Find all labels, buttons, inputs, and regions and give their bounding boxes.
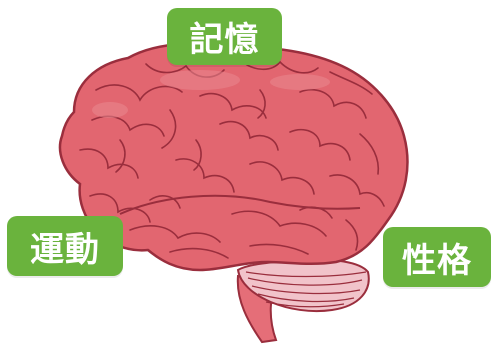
label-personality: 性格	[383, 227, 491, 287]
cerebellum-folds	[245, 271, 367, 308]
sylvian-fissure	[119, 194, 361, 215]
brain-highlights	[92, 70, 330, 118]
label-movement: 運動	[7, 216, 123, 276]
label-memory: 記憶	[167, 8, 282, 65]
